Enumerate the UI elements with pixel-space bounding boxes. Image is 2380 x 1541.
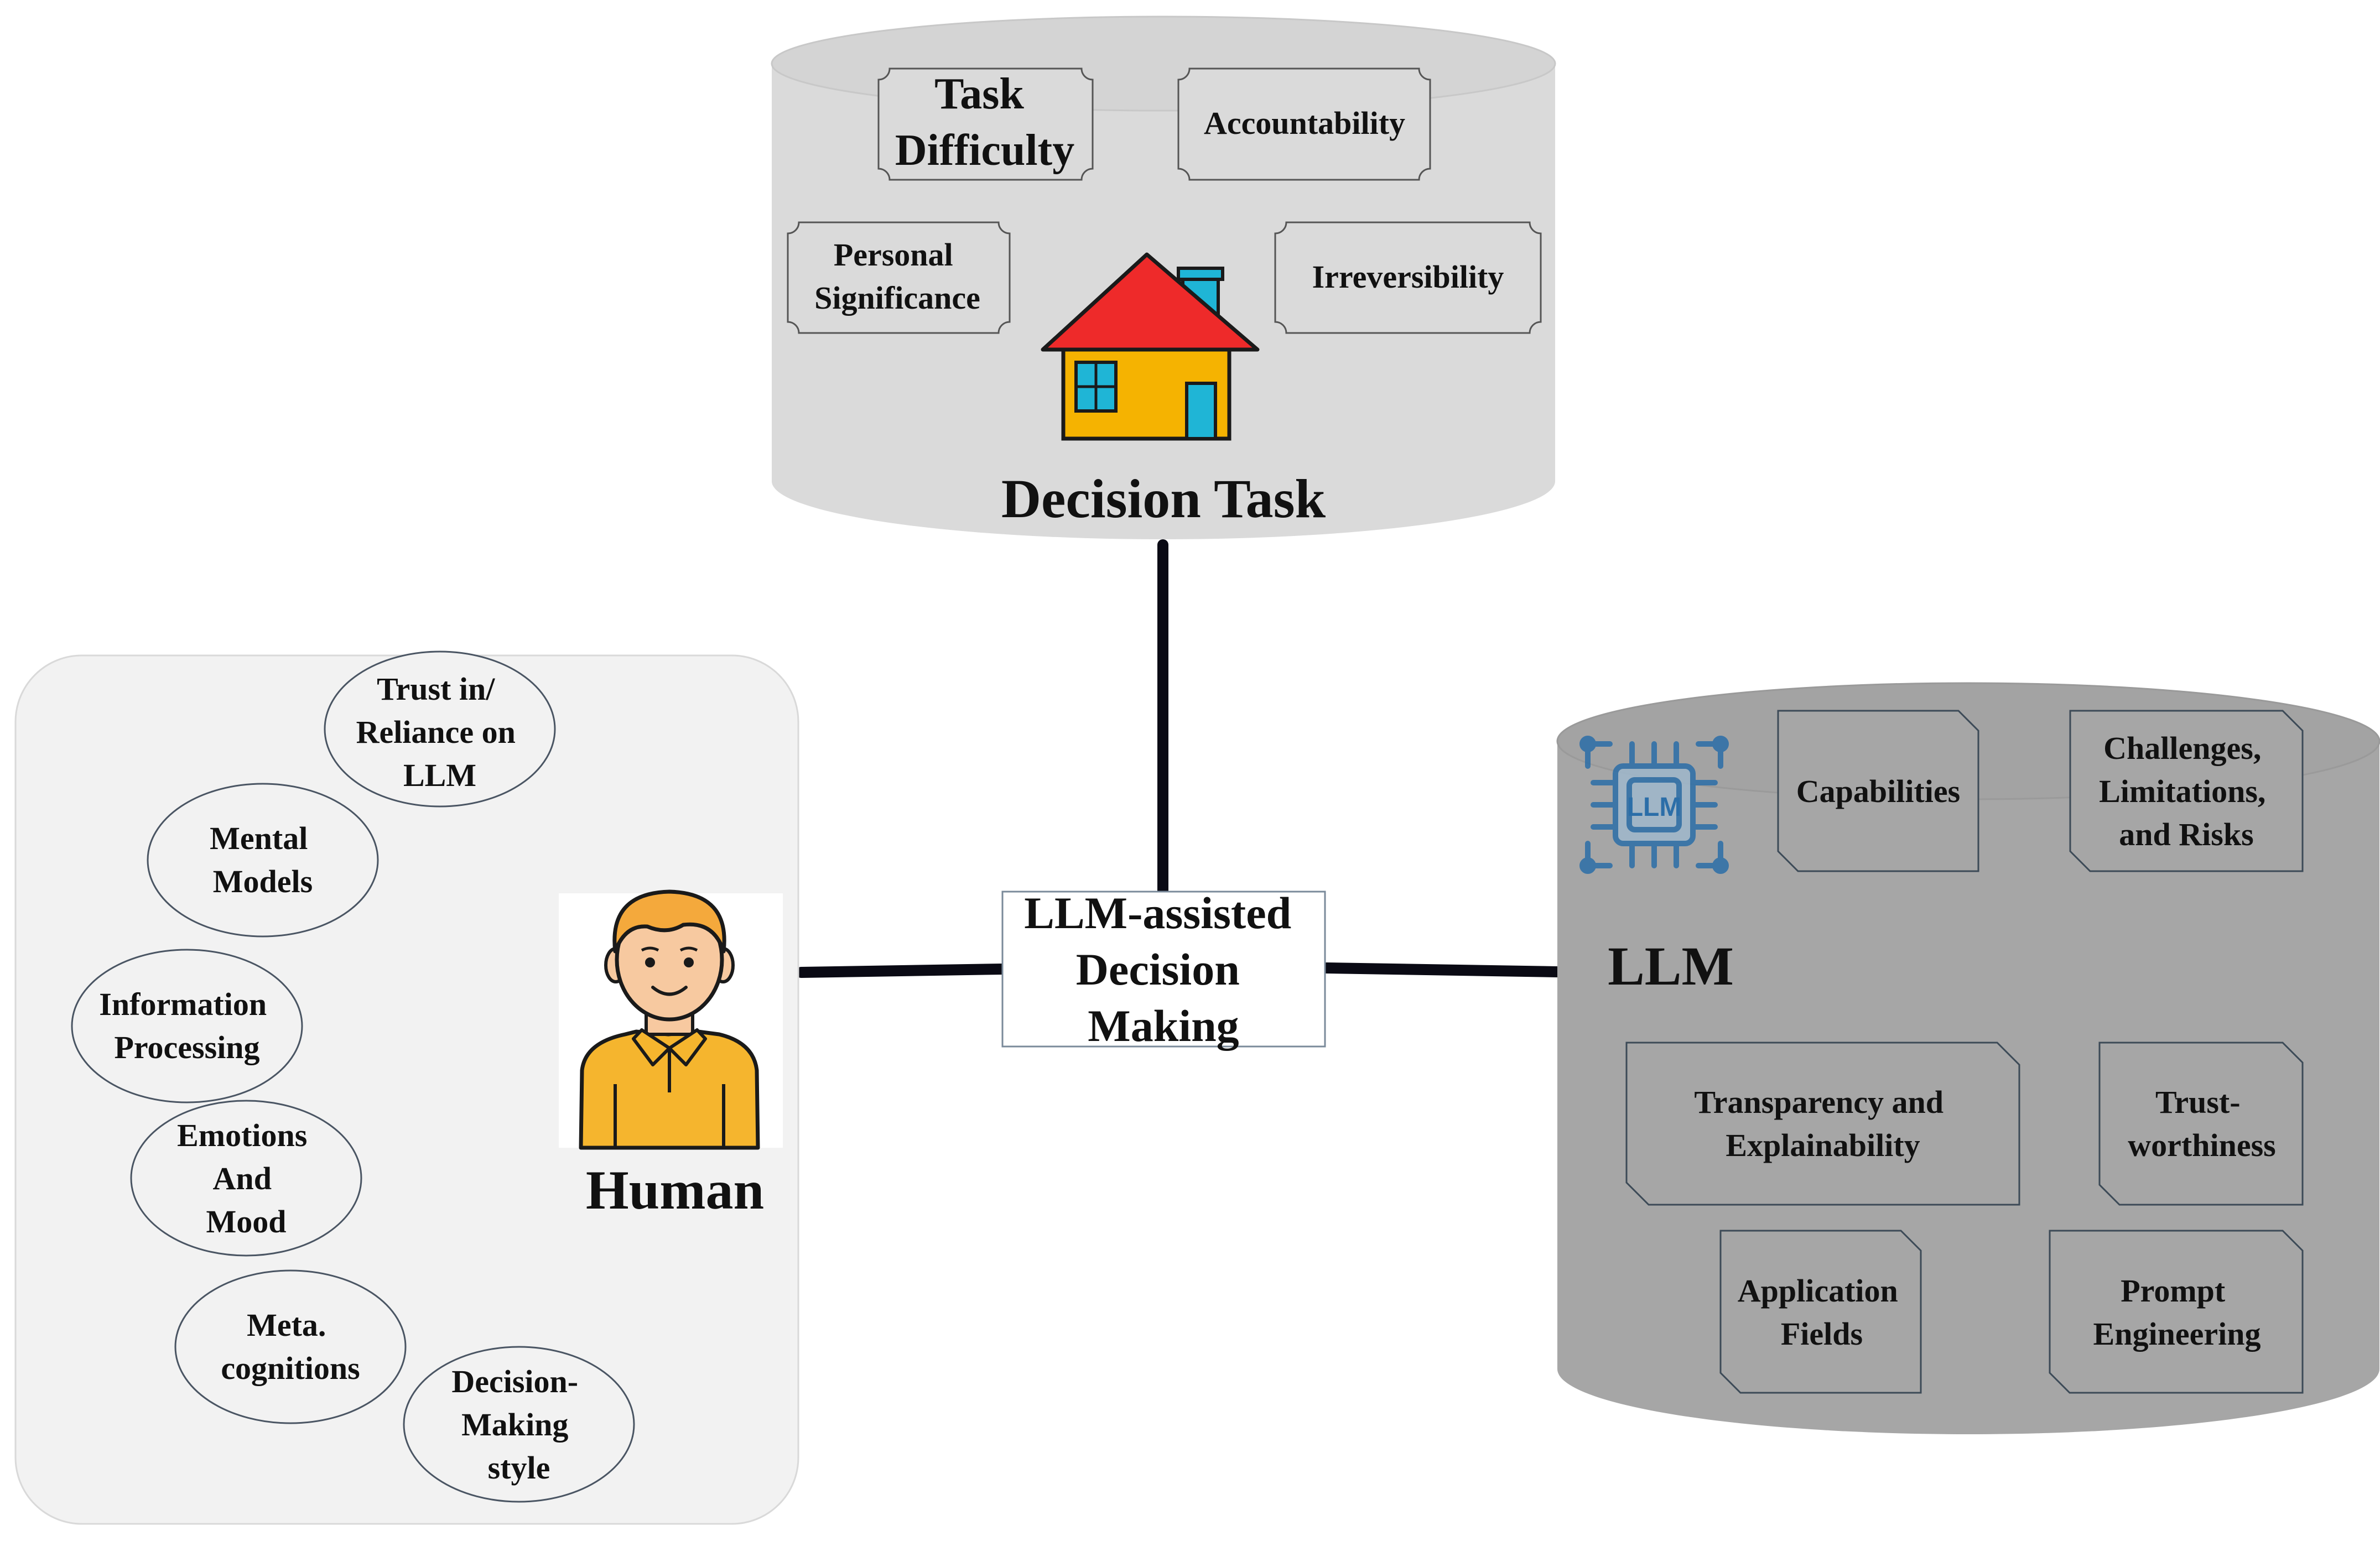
trustworthiness-line-2: worthiness (2128, 1127, 2275, 1163)
mental-models-line-1: Mental (210, 820, 308, 856)
transparency-line-1: Transparency and (1694, 1084, 1944, 1120)
svg-text:Personal Significance: Personal Significance (814, 237, 980, 316)
svg-text:Emotions And M: Emotions And Mood (177, 1117, 315, 1240)
personal-significance-line-1: Personal (834, 237, 953, 273)
factor-challenges: Challenges, Limitations, and Risks (2069, 710, 2304, 872)
factor-capabilities: Capabilities (1777, 710, 1979, 872)
llm-cylinder: LLM Capabilities Challenges, Limitations… (1556, 682, 2380, 1434)
center-label-line-1: LLM-assisted (1024, 888, 1291, 938)
factor-mental-models: Mental Models (147, 783, 379, 938)
human-title: Human (586, 1159, 764, 1221)
svg-text:Decision- Making: Decision- Making style (451, 1363, 586, 1486)
factor-personal-significance: Personal Significance (787, 221, 1011, 334)
capabilities-label: Capabilities (1796, 773, 1961, 809)
center-label-line-2: Decision (1076, 944, 1240, 995)
svg-text:Mental Models: Mental Models (210, 820, 316, 899)
task-difficulty-line-1: Task (934, 70, 1024, 118)
decision-style-line-1: Decision- (451, 1363, 578, 1399)
emotions-line-2: And (213, 1160, 272, 1196)
svg-text:Irreversibility: Irreversibility (1312, 259, 1504, 295)
llm-title: LLM (1608, 935, 1734, 997)
connectors (796, 539, 1563, 978)
chip-label: LLM (1627, 793, 1682, 822)
decision-task-cylinder: Task Difficulty Accountability Personal … (771, 15, 1556, 539)
person-icon (559, 889, 783, 1150)
prompt-engineering-line-2: Engineering (2093, 1316, 2261, 1352)
trust-line-1: Trust in/ (377, 671, 495, 707)
trust-line-2: Reliance on (356, 714, 516, 750)
application-fields-line-2: Fields (1781, 1316, 1863, 1352)
emotions-line-1: Emotions (177, 1117, 307, 1153)
factor-trust-reliance: Trust in/ Reliance on LLM (324, 650, 556, 808)
factor-irreversibility: Irreversibility (1274, 221, 1542, 334)
trust-line-3: LLM (403, 757, 476, 793)
prompt-engineering-line-1: Prompt (2121, 1273, 2226, 1309)
svg-text:LLM-assisted Decision: LLM-assisted Decision Making (1024, 888, 1302, 1051)
svg-text:Application Fields: Application Fields (1738, 1273, 1906, 1352)
svg-text:Information Processing: Information Processing (99, 986, 274, 1065)
house-icon (1041, 252, 1260, 441)
challenges-line-1: Challenges, (2103, 730, 2261, 766)
svg-text:Trust in/ Reliance on: Trust in/ Reliance on LLM (356, 671, 524, 793)
decision-style-line-3: style (488, 1450, 550, 1486)
svg-text:Challenges, Limitation: Challenges, Limitations, and Risks (2099, 730, 2274, 852)
trustworthiness-line-1: Trust- (2155, 1084, 2241, 1120)
svg-text:Accountability: Accountability (1204, 105, 1405, 141)
metacognitions-line-1: Meta. (247, 1307, 326, 1343)
factor-emotions-mood: Emotions And Mood (130, 1100, 362, 1257)
svg-text:Trust- worthiness: Trust- worthiness (2128, 1084, 2275, 1163)
center-box: LLM-assisted Decision Making (1001, 888, 1326, 1051)
application-fields-line-1: Application (1738, 1273, 1898, 1309)
center-label-line-3: Making (1088, 1001, 1239, 1051)
factor-prompt-engineering: Prompt Engineering (2049, 1230, 2304, 1394)
information-processing-line-1: Information (99, 986, 267, 1022)
svg-text:Prompt Engineering: Prompt Engineering (2093, 1273, 2261, 1352)
factor-task-difficulty: Task Difficulty (877, 67, 1094, 181)
human-panel: Trust in/ Reliance on LLM Mental Models … (14, 650, 799, 1525)
connector-human-to-center (796, 964, 1008, 978)
factor-accountability: Accountability (1177, 67, 1431, 181)
svg-text:Transparency and Expla: Transparency and Explainability (1694, 1084, 1951, 1163)
challenges-line-2: Limitations, (2099, 773, 2265, 809)
svg-text:Capabilities: Capabilities (1796, 773, 1961, 809)
transparency-line-2: Explainability (1726, 1127, 1920, 1163)
challenges-line-3: and Risks (2119, 816, 2253, 852)
decision-style-line-2: Making (461, 1407, 568, 1443)
chip-icon (1579, 736, 1729, 874)
accountability-label: Accountability (1204, 105, 1405, 141)
factor-information-processing: Information Processing (71, 949, 303, 1103)
decision-task-title: Decision Task (1001, 468, 1326, 529)
task-difficulty-line-2: Difficulty (895, 126, 1074, 175)
factor-transparency: Transparency and Explainability (1625, 1042, 2020, 1206)
factor-application-fields: Application Fields (1719, 1230, 1922, 1394)
mental-models-line-2: Models (213, 863, 313, 899)
personal-significance-line-2: Significance (814, 280, 980, 316)
factor-trustworthiness: Trust- worthiness (2098, 1042, 2304, 1206)
information-processing-line-2: Processing (114, 1029, 259, 1065)
factor-metacognitions: Meta. cognitions (174, 1269, 407, 1424)
svg-text:Meta. cognitions: Meta. cognitions (221, 1307, 360, 1386)
irreversibility-label: Irreversibility (1312, 259, 1504, 295)
metacognitions-line-2: cognitions (221, 1350, 360, 1386)
svg-text:Task Difficulty: Task Difficulty (895, 70, 1074, 175)
emotions-line-3: Mood (206, 1204, 287, 1240)
factor-decision-style: Decision- Making style (403, 1346, 635, 1503)
connector-llm-to-center (1321, 962, 1563, 977)
